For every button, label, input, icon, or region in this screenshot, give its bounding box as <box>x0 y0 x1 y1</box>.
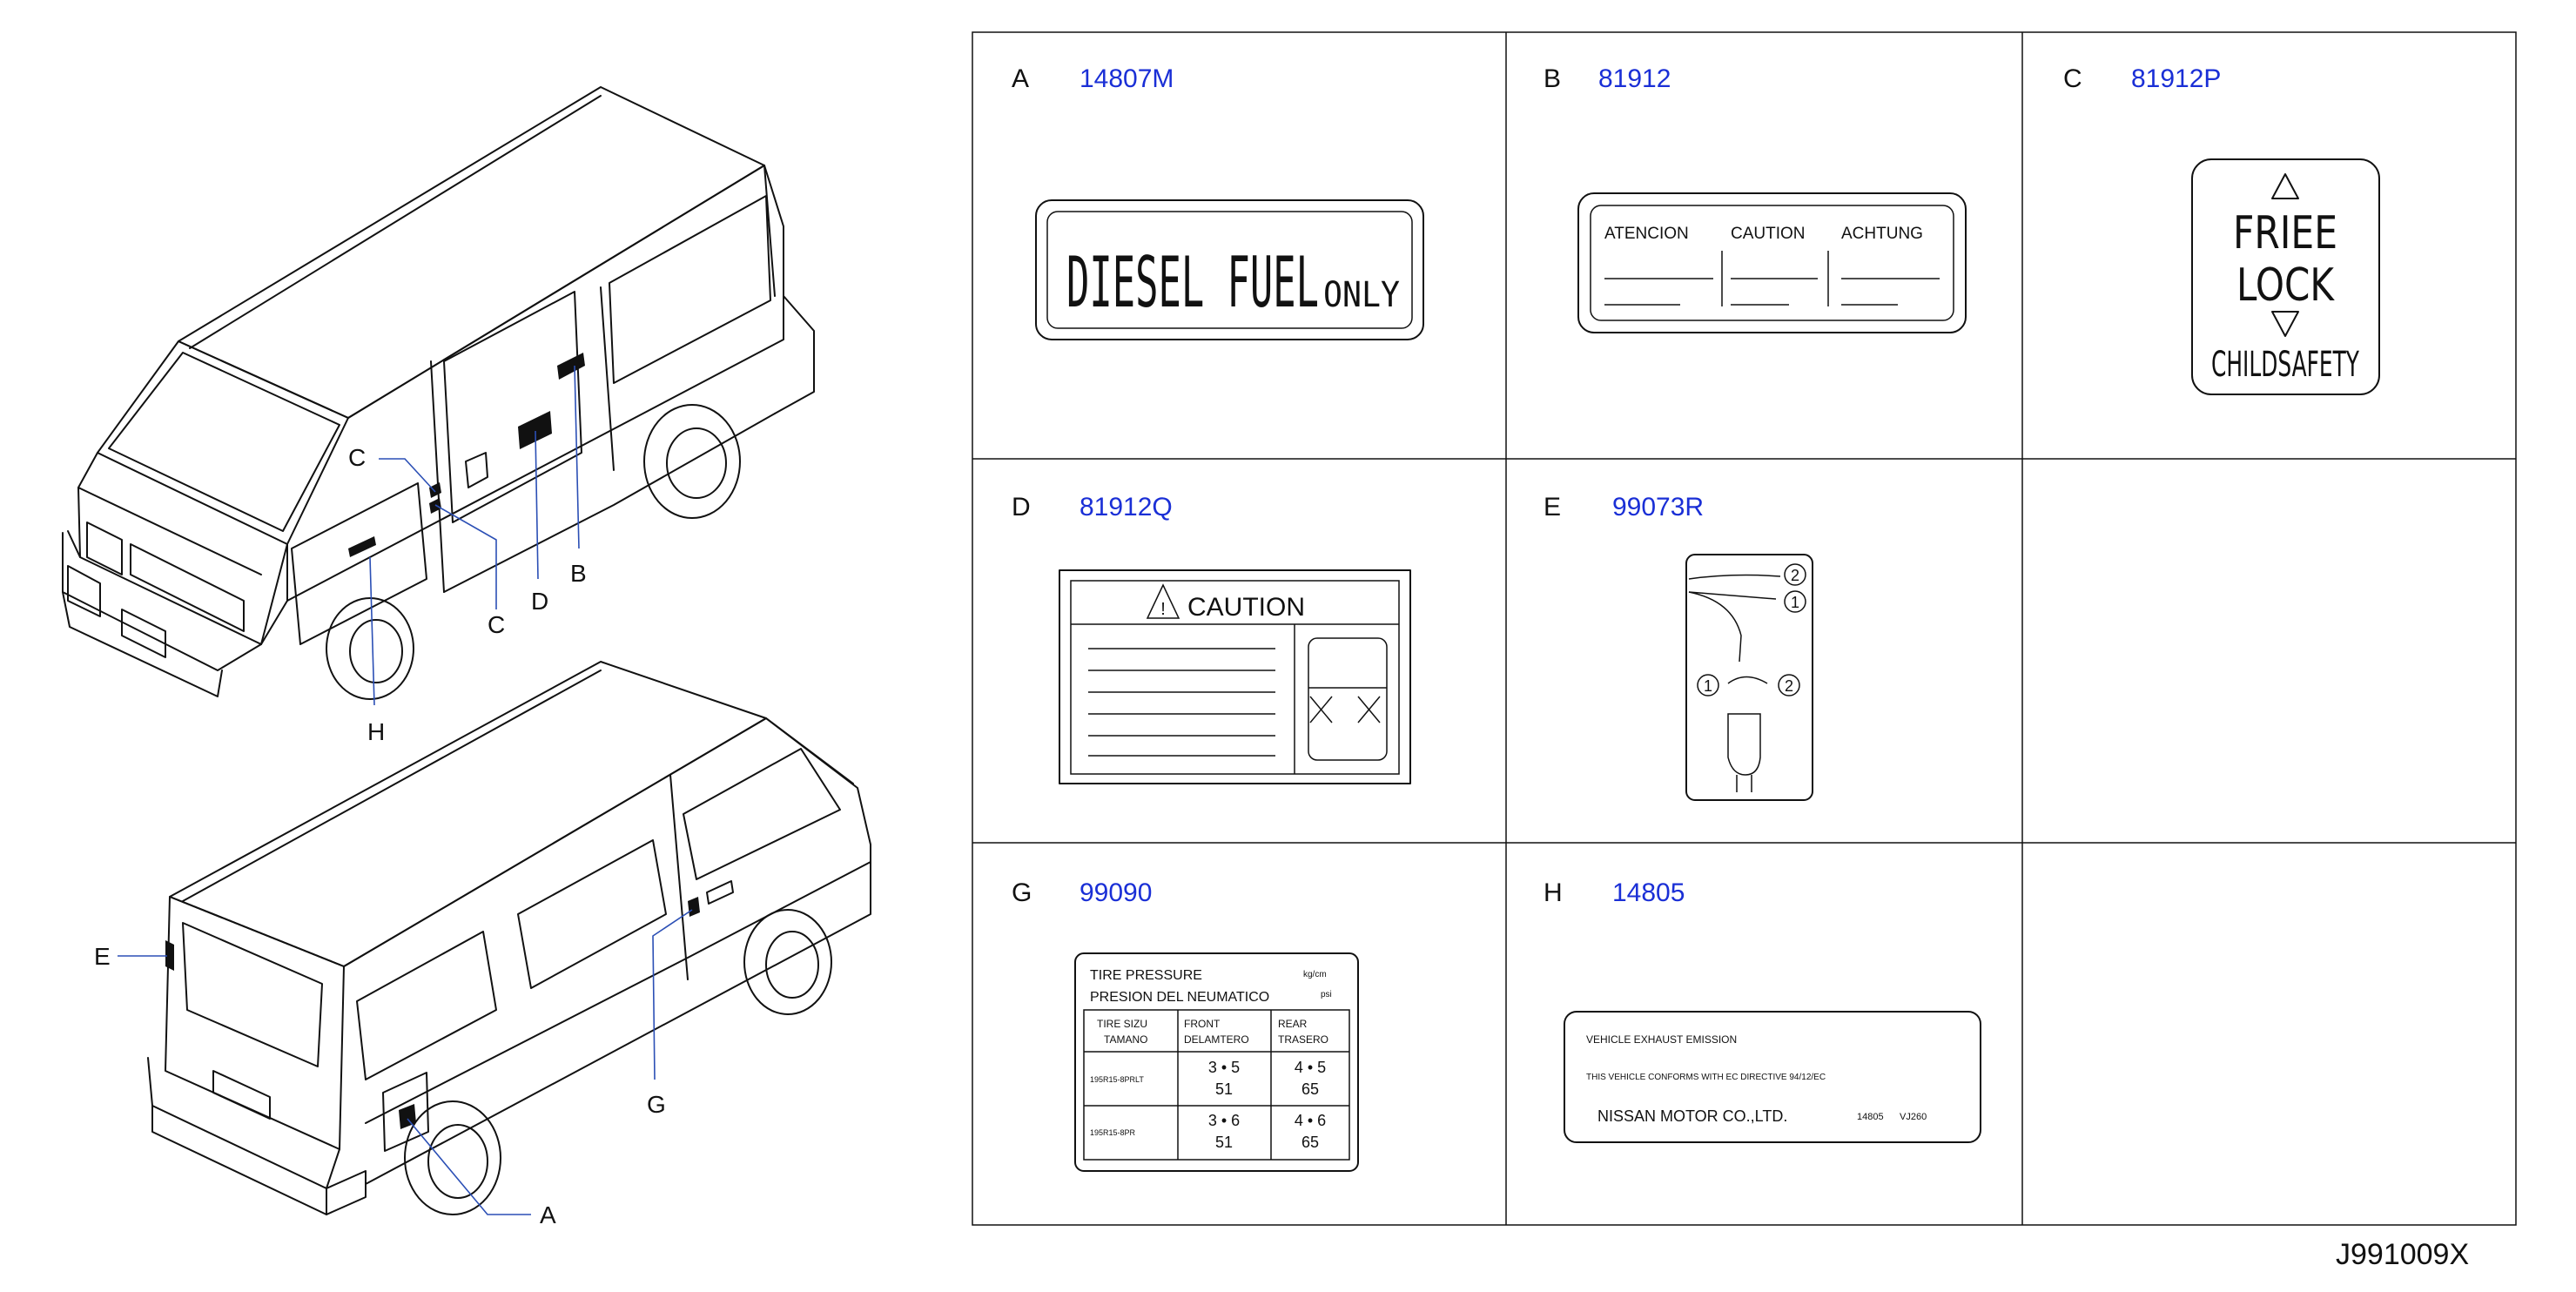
cell-h-letter: H <box>1544 878 1563 907</box>
label-grid <box>972 31 2517 1226</box>
achtung-text: ACHTUNG <box>1841 225 1923 243</box>
cell-b-part-number: 81912 <box>1598 64 1671 93</box>
callout-d: D <box>531 588 548 615</box>
label-exhaust-emission: VEHICLE EXHAUST EMISSION THIS VEHICLE CO… <box>1564 1011 1981 1143</box>
cell-c-letter: C <box>2063 64 2082 93</box>
cell-e: E 99073R 2 1 1 2 <box>1544 493 1813 801</box>
e-step-1-bottom: 1 <box>1704 677 1712 695</box>
diesel-fuel-text: DIESEL FUEL <box>1066 242 1319 323</box>
h-line-1: VEHICLE EXHAUST EMISSION <box>1586 1033 1737 1046</box>
svg-text:!: ! <box>1160 600 1166 619</box>
callout-e: E <box>94 943 111 970</box>
down-triangle-icon <box>2271 311 2299 337</box>
lock-text: LOCK <box>2236 259 2336 312</box>
g-row2-front-kg: 3 • 6 <box>1208 1112 1240 1129</box>
callout-b: B <box>570 560 587 587</box>
cell-d: D 81912Q ! CAUTION <box>1012 493 1411 784</box>
van-rear-view <box>147 661 871 1215</box>
h-line-2: THIS VEHICLE CONFORMS WITH EC DIRECTIVE … <box>1586 1073 1826 1082</box>
cell-h-part-number: 14805 <box>1612 878 1685 907</box>
atencion-text: ATENCION <box>1604 225 1689 243</box>
g-header-front-1: FRONT <box>1184 1018 1221 1030</box>
cell-g-letter: G <box>1012 878 1032 907</box>
cell-b-letter: B <box>1544 64 1561 93</box>
g-header-front-2: DELAMTERO <box>1184 1033 1249 1046</box>
label-multilingual-caution: ATENCION CAUTION ACHTUNG <box>1577 192 1967 333</box>
g-row2-front-psi: 51 <box>1215 1134 1233 1151</box>
e-step-2-top: 2 <box>1791 567 1799 584</box>
g-header-size-2: TAMANO <box>1104 1033 1147 1046</box>
hand-icon <box>1727 713 1761 776</box>
cell-c: C 81912P FRIEE LOCK CHILDSAFETY <box>2063 64 2380 395</box>
callout-g: G <box>647 1091 666 1118</box>
cell-a-letter: A <box>1012 64 1029 93</box>
up-triangle-icon <box>2271 173 2299 199</box>
rear-view-leaders <box>118 909 693 1215</box>
callout-c-side: C <box>488 611 505 638</box>
g-row1-size: 195R15-8PRLT <box>1090 1075 1144 1084</box>
cell-b: B 81912 ATENCION CAUTION ACHTUNG <box>1544 64 1967 333</box>
callout-a: A <box>540 1201 556 1228</box>
g-row2-rear-kg: 4 • 6 <box>1295 1112 1326 1129</box>
g-row1-front-kg: 3 • 5 <box>1208 1059 1240 1076</box>
no-child-icon <box>1309 696 1381 723</box>
g-unit-2: psi <box>1321 990 1332 999</box>
callout-h: H <box>367 718 385 745</box>
van-front-view <box>62 86 815 700</box>
caution-text: CAUTION <box>1731 225 1806 243</box>
h-line-3: NISSAN MOTOR CO.,LTD. <box>1597 1107 1787 1125</box>
cell-d-letter: D <box>1012 493 1031 522</box>
label-child-safety-lock: FRIEE LOCK CHILDSAFETY <box>2191 158 2380 395</box>
g-header-rear-1: REAR <box>1278 1018 1308 1030</box>
g-row1-rear-psi: 65 <box>1301 1080 1319 1098</box>
cell-a: A 14807M DIESEL FUEL ONLY <box>1012 64 1424 340</box>
label-tire-pressure: TIRE PRESSURE kg/cm PRESION DEL NEUMATIC… <box>1074 952 1359 1172</box>
g-row2-rear-psi: 65 <box>1301 1134 1319 1151</box>
g-title-2: PRESION DEL NEUMATICO <box>1090 990 1269 1005</box>
callout-c-front: C <box>348 444 366 471</box>
label-diesel-fuel: DIESEL FUEL ONLY <box>1035 199 1424 340</box>
cell-a-part-number: 14807M <box>1079 64 1174 93</box>
g-header-size-1: TIRE SIZU <box>1097 1018 1147 1030</box>
g-row2-size: 195R15-8PR <box>1090 1128 1136 1137</box>
h-code-1: 14805 <box>1857 1112 1884 1122</box>
d-caution-header: CAUTION <box>1187 593 1305 622</box>
cell-d-part-number: 81912Q <box>1079 493 1173 522</box>
e-step-1-top: 1 <box>1791 594 1799 611</box>
cell-e-letter: E <box>1544 493 1561 522</box>
warning-triangle-icon <box>1146 583 1180 619</box>
g-row1-rear-kg: 4 • 5 <box>1295 1059 1326 1076</box>
friee-text: FRIEE <box>2233 207 2337 259</box>
cell-c-part-number: 81912P <box>2131 64 2221 93</box>
g-unit-1: kg/cm <box>1303 970 1327 979</box>
label-caution-d: ! CAUTION <box>1059 569 1411 784</box>
cell-e-part-number: 99073R <box>1612 493 1704 522</box>
figure-id: J991009X <box>2336 1238 2469 1271</box>
cell-g: G 99090 TIRE PRESSURE kg/cm PRESION DEL … <box>1012 878 1359 1172</box>
childsafety-text: CHILDSAFETY <box>2211 345 2359 385</box>
e-step-2-bottom: 2 <box>1785 677 1793 695</box>
h-code-2: VJ260 <box>1900 1112 1927 1122</box>
label-door-instruction: 2 1 1 2 <box>1685 554 1813 801</box>
cell-h: H 14805 VEHICLE EXHAUST EMISSION THIS VE… <box>1544 878 1981 1143</box>
g-row1-front-psi: 51 <box>1215 1080 1233 1098</box>
g-header-rear-2: TRASERO <box>1278 1033 1328 1046</box>
g-title-1: TIRE PRESSURE <box>1090 968 1202 983</box>
front-view-leaders <box>369 365 580 706</box>
only-text: ONLY <box>1323 275 1400 315</box>
cell-g-part-number: 99090 <box>1079 878 1152 907</box>
